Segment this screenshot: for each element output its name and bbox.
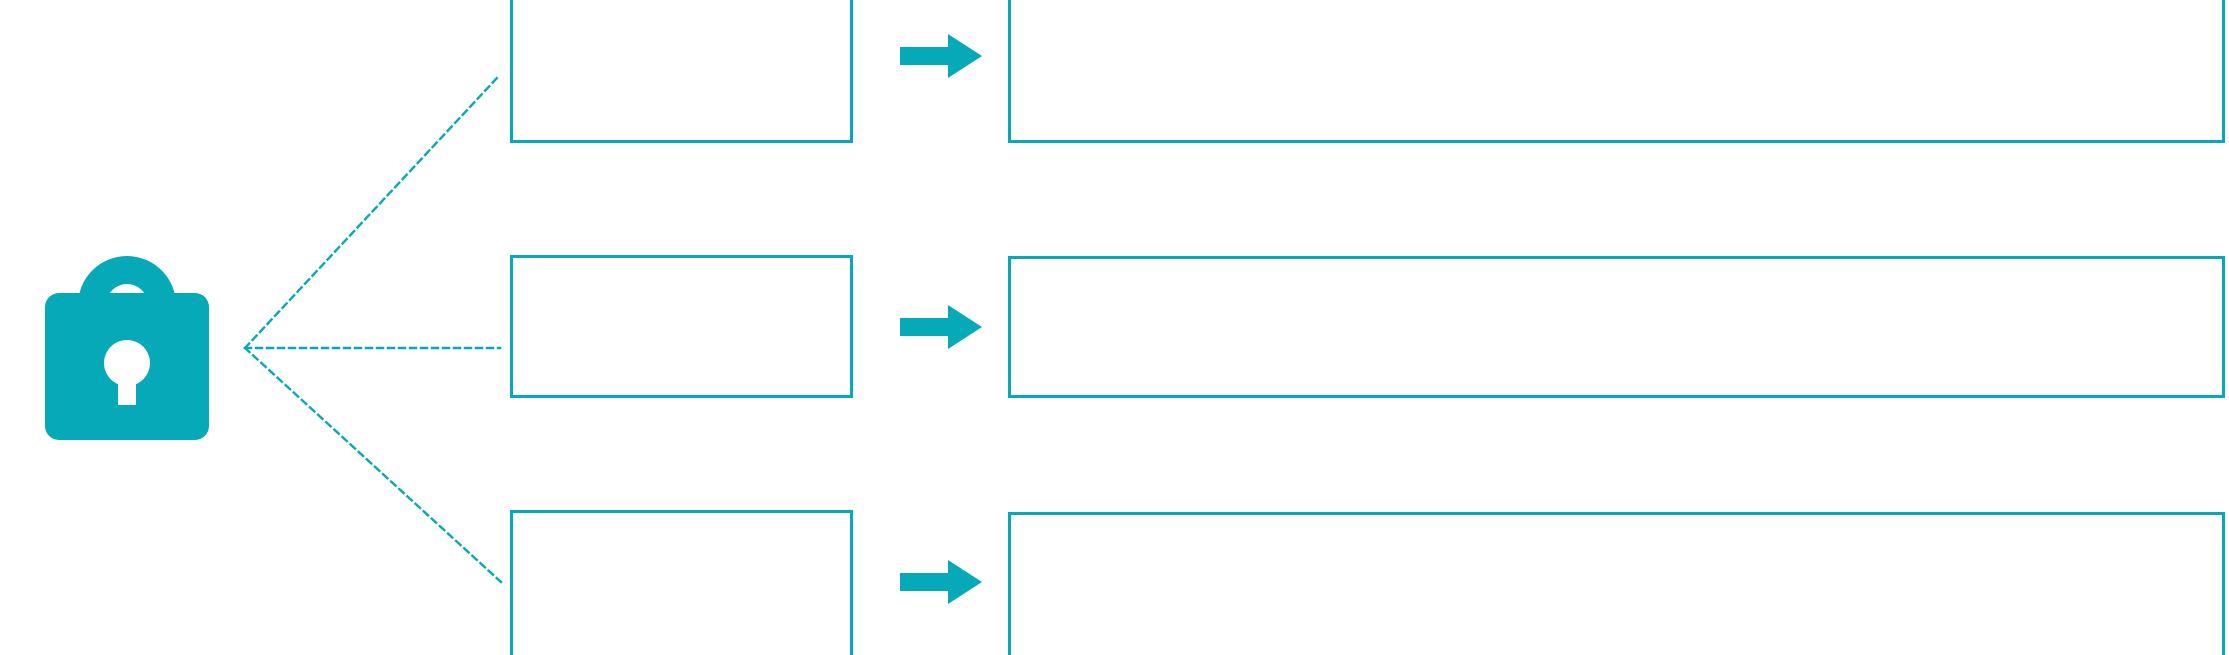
stage-box-2-label (513, 258, 850, 278)
connector-line-bottom (243, 346, 503, 584)
detail-box-1-label (1011, 0, 2222, 20)
detail-box-1[interactable] (1008, 0, 2225, 143)
arrow-right-icon-2 (900, 305, 982, 349)
stage-box-1-label (513, 0, 850, 20)
stage-box-1[interactable] (510, 0, 853, 143)
stage-box-3-label (513, 513, 850, 533)
connector-line-top (243, 76, 499, 350)
detail-box-3[interactable] (1008, 512, 2225, 655)
arrow-right-icon-1 (900, 34, 982, 78)
stage-box-3[interactable] (510, 510, 853, 655)
lock-icon (45, 256, 209, 440)
arrow-right-icon-3 (900, 560, 982, 604)
stage-box-2[interactable] (510, 255, 853, 398)
detail-box-2-label (1011, 259, 2222, 279)
detail-box-3-label (1011, 515, 2222, 535)
detail-box-2[interactable] (1008, 256, 2225, 398)
